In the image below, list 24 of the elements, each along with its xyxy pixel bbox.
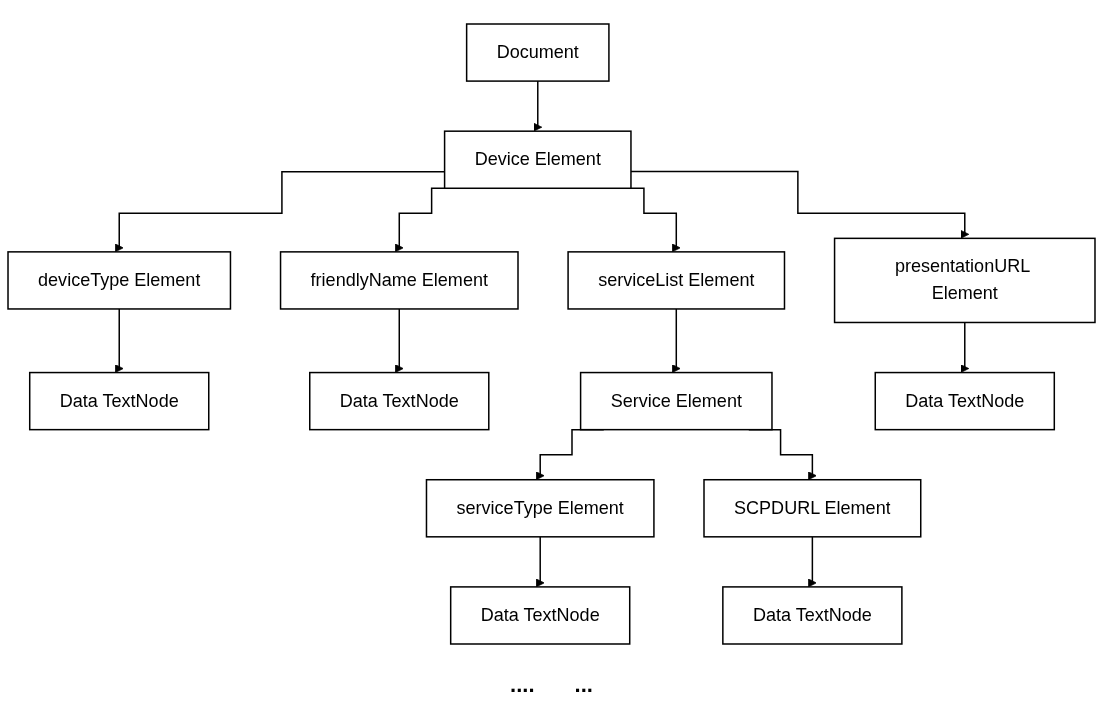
arrow	[394, 308, 404, 373]
node-box: Data TextNode	[449, 586, 631, 645]
node-box: SCPDURL Element	[703, 479, 922, 538]
arrow	[114, 308, 124, 373]
arrow	[533, 80, 543, 132]
arrow	[960, 321, 970, 373]
arrow	[535, 536, 545, 588]
node-box: Device Element	[443, 130, 632, 189]
ellipsis-text: ....	[510, 672, 535, 698]
node-box: Service Element	[579, 371, 773, 431]
node-box: serviceList Element	[567, 251, 786, 310]
node-box: serviceType Element	[425, 479, 655, 538]
node-box: Data TextNode	[874, 371, 1056, 431]
node-box: Data TextNode	[28, 371, 210, 431]
node-box: Data TextNode	[722, 586, 903, 645]
node-box: friendlyName Element	[279, 251, 519, 310]
ellipsis-text: ...	[574, 672, 593, 698]
node-box: deviceType Element	[7, 251, 232, 310]
arrow	[671, 308, 681, 373]
arrow	[630, 170, 970, 239]
node-box: Data TextNode	[309, 371, 490, 431]
arrow	[807, 536, 817, 588]
node-box: presentationURL Element	[833, 237, 1096, 324]
node-box: Document	[465, 23, 610, 82]
